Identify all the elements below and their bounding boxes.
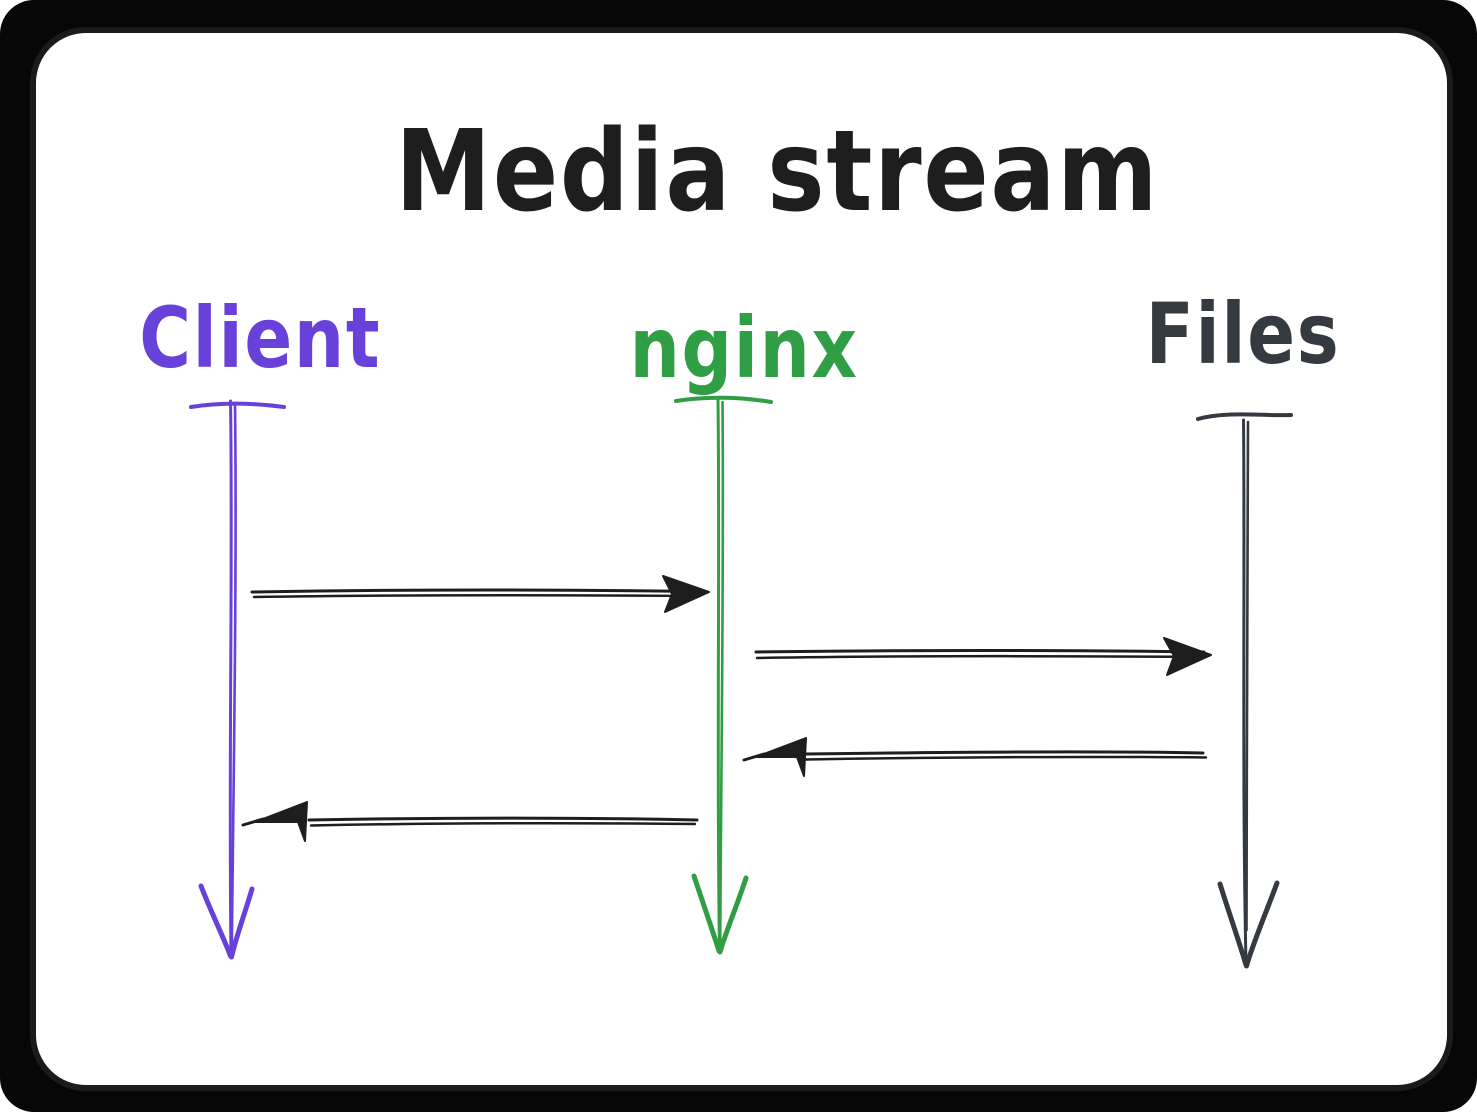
- arrow-shaft: [307, 816, 699, 822]
- actor-label-files: Files: [1145, 285, 1341, 383]
- arrow-shaft: [250, 588, 703, 594]
- lifeline-client-arrowhead: [229, 886, 255, 960]
- whiteboard: [30, 27, 1453, 1091]
- lifeline-files-shaft: [1242, 418, 1248, 966]
- arrowhead-right: [1163, 637, 1212, 676]
- arrow-nginx-to-client: [241, 801, 699, 842]
- lifeline-files-shaft2: [1245, 420, 1250, 932]
- lifeline-nginx-shaft: [716, 398, 721, 953]
- lifeline-client-arrowhead: [198, 883, 233, 959]
- lifeline-files: [1196, 412, 1293, 969]
- lifeline-nginx-topbar: [674, 395, 773, 404]
- lifeline-client-topbar: [189, 401, 286, 409]
- arrow-shaft: [252, 593, 702, 599]
- arrow-shaft: [803, 750, 1205, 756]
- arrowhead-right: [662, 575, 710, 613]
- arrowhead-left: [254, 801, 308, 842]
- arrowhead-spur: [742, 752, 766, 762]
- lifeline-client-shaft: [228, 399, 233, 958]
- diagram-title: Media stream: [395, 107, 1160, 237]
- arrowhead-spur: [241, 817, 265, 827]
- arrow-shaft: [804, 755, 1208, 761]
- lifeline-nginx-arrowhead: [717, 875, 749, 955]
- lifeline-nginx-shaft2: [718, 400, 725, 947]
- lifeline-nginx: [674, 395, 773, 955]
- actor-label-client: Client: [139, 289, 382, 387]
- arrow-shaft: [755, 654, 1208, 660]
- lifeline-client: [189, 399, 286, 960]
- arrowhead-left: [755, 737, 807, 777]
- arrow-shaft: [309, 821, 697, 827]
- arrow-files-to-nginx: [742, 737, 1208, 777]
- arrow-shaft: [754, 649, 1206, 654]
- lifeline-client-shaft2: [230, 401, 237, 952]
- lifeline-files-topbar: [1196, 412, 1293, 421]
- arrow-nginx-to-files: [754, 637, 1212, 676]
- lifeline-files-arrowhead: [1217, 881, 1249, 968]
- lifeline-files-arrowhead: [1244, 880, 1280, 969]
- arrow-client-to-nginx: [250, 575, 710, 613]
- lifeline-nginx-arrowhead: [691, 873, 722, 954]
